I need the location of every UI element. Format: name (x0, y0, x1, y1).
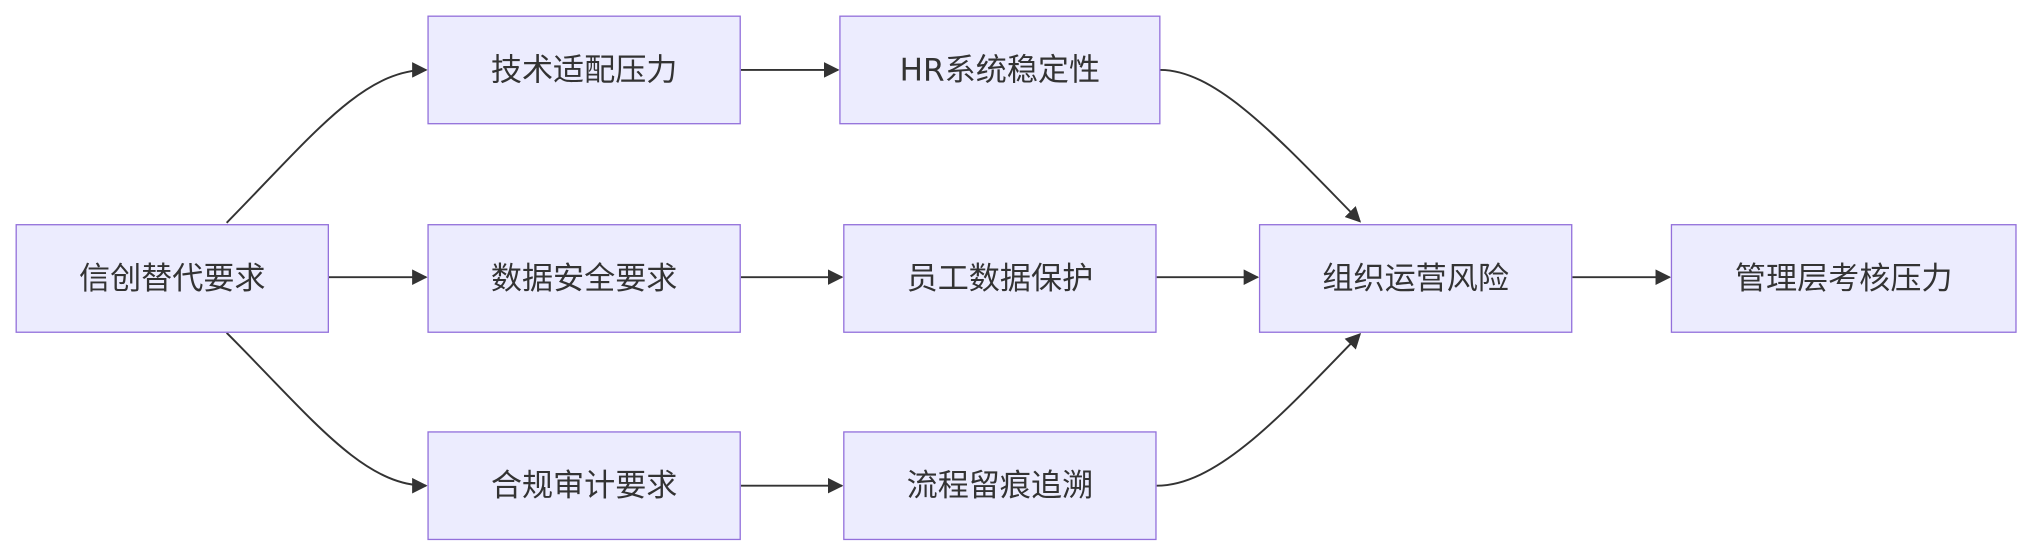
node-process-trace[interactable]: 流程留痕追溯 (843, 431, 1157, 541)
node-label: 员工数据保护 (906, 260, 1094, 297)
node-tech-pressure[interactable]: 技术适配压力 (427, 15, 741, 125)
edge-xinchuang-to-tech-pressure (225, 62, 428, 224)
node-data-security[interactable]: 数据安全要求 (427, 224, 741, 333)
edge-hr-stability-to-org-risk (1160, 68, 1362, 223)
node-label: 数据安全要求 (490, 260, 678, 297)
edge-process-trace-to-org-risk (1156, 333, 1362, 487)
node-xinchuang[interactable]: 信创替代要求 (15, 224, 329, 333)
node-label: 合规审计要求 (490, 467, 678, 504)
node-employee-data[interactable]: 员工数据保护 (843, 224, 1157, 333)
node-label: HR系统稳定性 (899, 51, 1101, 89)
node-label: 组织运营风险 (1322, 260, 1509, 297)
node-label: 技术适配压力 (490, 51, 678, 89)
node-label: 流程留痕追溯 (906, 467, 1094, 504)
node-hr-stability[interactable]: HR系统稳定性 (839, 15, 1161, 125)
node-compliance-audit[interactable]: 合规审计要求 (427, 431, 741, 541)
edge-xinchuang-to-compliance-audit (225, 332, 428, 494)
node-label: 管理层考核压力 (1734, 260, 1953, 297)
node-label: 信创替代要求 (79, 260, 266, 297)
node-org-risk[interactable]: 组织运营风险 (1258, 224, 1573, 333)
node-mgmt-pressure[interactable]: 管理层考核压力 (1670, 224, 2017, 333)
